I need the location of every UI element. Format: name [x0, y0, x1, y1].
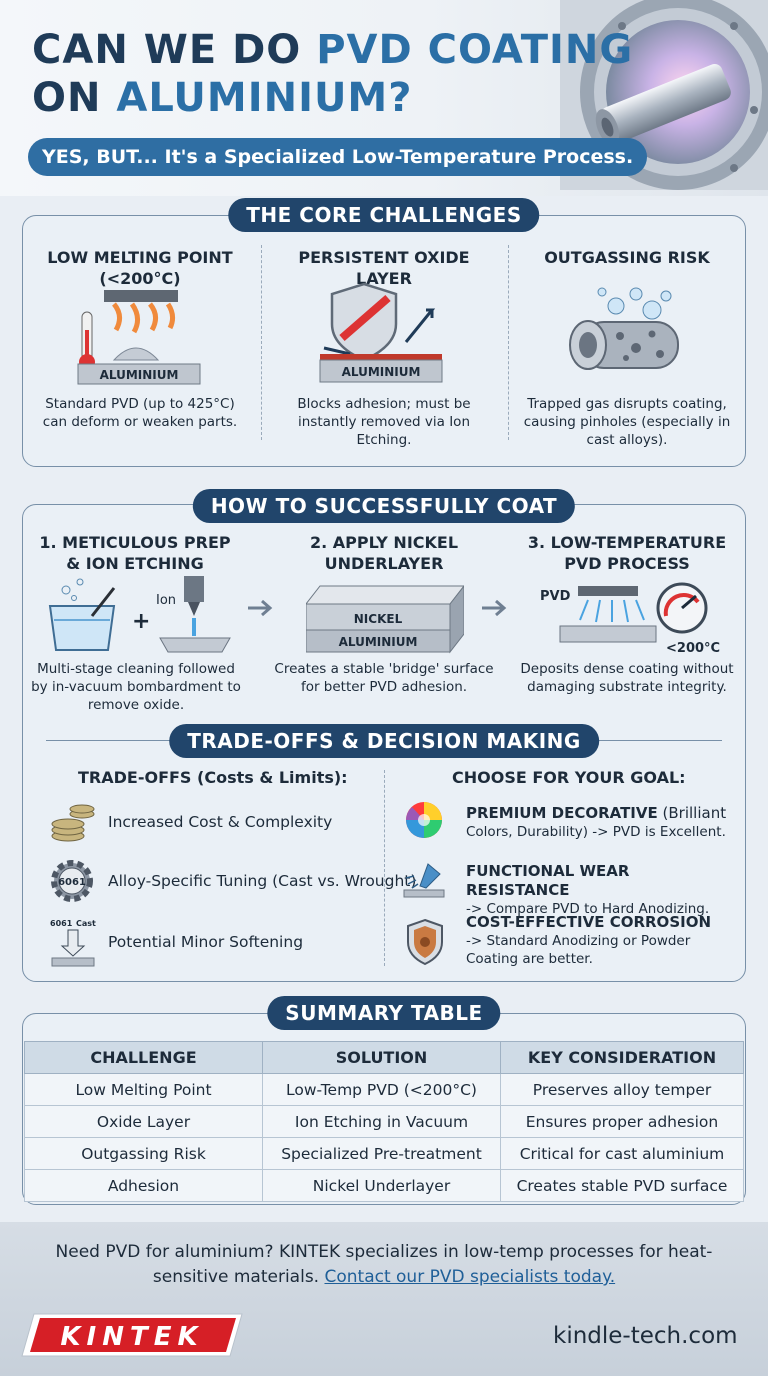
arrow-right-icon — [482, 599, 507, 617]
nickel-layer-icon: NICKEL ALUMINIUM — [306, 585, 464, 654]
page-title: CAN WE DO PVD COATING ON ALUMINIUM? — [32, 27, 634, 121]
challenge-outgassing-desc: Trapped gas disrupts coating, causing pi… — [523, 396, 731, 448]
tool-icon — [403, 863, 445, 898]
aluminium-label: ALUMINIUM — [339, 635, 418, 649]
step-prep: 1. METICULOUS PREP & ION ETCHING — [39, 533, 231, 573]
svg-text:Cast: Cast — [76, 919, 96, 928]
step-lowtemp: 3. LOW-TEMPERATURE PVD PROCESS — [527, 533, 727, 573]
tradeoff-cost: Increased Cost & Complexity — [48, 800, 332, 844]
step-nickel: 2. APPLY NICKEL UNDERLAYER — [309, 533, 459, 573]
pvd-label: PVD — [540, 589, 571, 604]
gear-icon: 6061 — [51, 860, 93, 902]
softening-icon: 6061 Cast — [50, 919, 96, 967]
challenge-melting: LOW MELTING POINT (<200°C) — [47, 248, 233, 288]
tradeoffs-right-heading: CHOOSE FOR YOUR GOAL: — [452, 768, 686, 787]
goal-wear: FUNCTIONAL WEAR RESISTANCE -> Compare PV… — [466, 862, 710, 917]
summary-table: CHALLENGE SOLUTION KEY CONSIDERATION Low… — [24, 1041, 744, 1202]
step-nickel-desc: Creates a stable 'bridge' surface for be… — [274, 661, 494, 695]
footer-text: Need PVD for aluminium? KINTEK specializ… — [55, 1242, 713, 1287]
svg-text:6061: 6061 — [50, 919, 73, 928]
tradeoff-alloy: 6061 Alloy-Specific Tuning (Cast vs. Wro… — [48, 856, 416, 906]
website-link[interactable]: kindle-tech.com — [553, 1323, 738, 1349]
challenge-oxide: PERSISTENT OXIDE LAYER — [298, 248, 470, 288]
oxide-shield-icon: ALUMINIUM — [319, 282, 443, 383]
nickel-label: NICKEL — [354, 612, 403, 626]
howto-heading: HOW TO SUCCESSFULLY COAT — [192, 489, 576, 523]
logo-text: KINTEK — [60, 1322, 203, 1352]
shield-icon — [407, 918, 443, 966]
aluminium-label: ALUMINIUM — [342, 365, 421, 379]
summary-heading: SUMMARY TABLE — [267, 996, 501, 1030]
plus-icon: + — [132, 609, 150, 634]
temp-label: <200°C — [666, 641, 720, 656]
ion-label: Ion — [156, 593, 176, 608]
arrow-right-icon — [248, 599, 273, 617]
column-header: CHALLENGE — [24, 1041, 263, 1074]
divider — [384, 770, 385, 966]
divider — [261, 245, 262, 440]
subtitle-banner: YES, BUT... It's a Specialized Low-Tempe… — [28, 138, 648, 176]
aluminium-label: ALUMINIUM — [100, 368, 179, 382]
tradeoff-softening: 6061 Cast Potential Minor Softening — [48, 916, 303, 968]
cleaning-etching-icon: + Ion — [48, 576, 231, 653]
tradeoffs-left-heading: TRADE-OFFS (Costs & Limits): — [78, 768, 348, 787]
column-header: SOLUTION — [262, 1041, 501, 1074]
divider — [508, 245, 509, 440]
contact-link[interactable]: Contact our PVD specialists today. — [324, 1267, 616, 1287]
step-prep-desc: Multi-stage cleaning followed by in-vacu… — [31, 661, 241, 713]
tradeoffs-heading: TRADE-OFFS & DECISION MAKING — [169, 724, 599, 758]
outgassing-icon — [569, 287, 679, 370]
challenge-melting-desc: Standard PVD (up to 425°C) can deform or… — [42, 396, 238, 430]
challenge-outgassing: OUTGASSING RISK — [544, 248, 710, 267]
goal-corrosion: COST-EFFECTIVE CORROSION -> Standard Ano… — [466, 913, 712, 967]
challenge-oxide-desc: Blocks adhesion; must be instantly remov… — [297, 396, 471, 448]
lowtemp-pvd-icon: PVD <200°C — [540, 582, 720, 656]
kintek-logo[interactable]: KINTEK — [20, 1312, 244, 1358]
alloy-label: 6061 — [58, 877, 86, 888]
melting-aluminium-icon: ALUMINIUM — [77, 290, 201, 385]
color-wheel-icon — [406, 802, 442, 838]
coins-icon — [51, 804, 95, 842]
goal-decorative: PREMIUM DECORATIVE (Brilliant Colors, Du… — [466, 804, 727, 840]
table-header-row: CHALLENGE SOLUTION KEY CONSIDERATION — [24, 1041, 744, 1074]
column-header: KEY CONSIDERATION — [500, 1041, 744, 1074]
step-lowtemp-desc: Deposits dense coating without damaging … — [520, 661, 734, 695]
pvd-chamber-illustration — [560, 0, 768, 190]
challenges-heading: THE CORE CHALLENGES — [228, 198, 540, 232]
